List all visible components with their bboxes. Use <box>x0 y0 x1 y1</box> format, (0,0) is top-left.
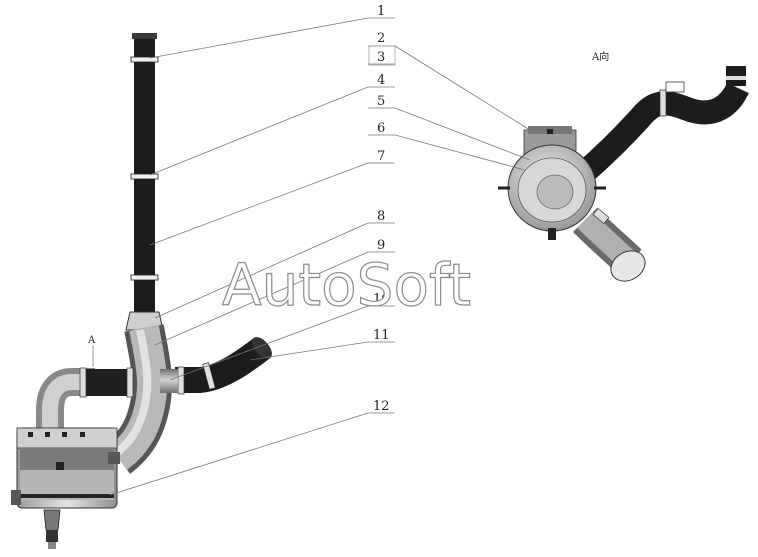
black-horizontal-hose <box>84 369 130 396</box>
right-view-a: A向 <box>498 50 749 282</box>
callout-2: 2 <box>377 31 385 46</box>
callout-1: 1 <box>377 4 385 19</box>
view-marker-a: A <box>87 335 96 346</box>
callout-9: 9 <box>377 238 385 253</box>
callout-11: 11 <box>373 328 390 343</box>
view-a-label: A向 <box>591 50 609 63</box>
leader-lines <box>109 17 531 496</box>
right-branch-hose <box>175 337 270 393</box>
pipe-cap <box>132 33 157 39</box>
callout-5: 5 <box>377 94 385 109</box>
view-a-upper-hose <box>562 82 749 195</box>
callout-3: 3 <box>377 50 385 65</box>
callout-8: 8 <box>377 209 385 224</box>
watermark: AutoSoft <box>222 251 471 319</box>
callout-12: 12 <box>373 399 390 414</box>
callout-labels: 1 2 3 4 5 6 7 8 9 10 11 12 <box>373 4 390 414</box>
left-assembly: A <box>11 33 272 549</box>
callout-7: 7 <box>377 149 385 164</box>
air-filter-housing <box>11 427 120 549</box>
callout-6: 6 <box>377 121 385 136</box>
snorkel-clamps <box>130 56 159 281</box>
view-a-filter-disk <box>498 126 606 240</box>
callout-10: 10 <box>373 292 390 307</box>
callout-4: 4 <box>377 73 385 88</box>
